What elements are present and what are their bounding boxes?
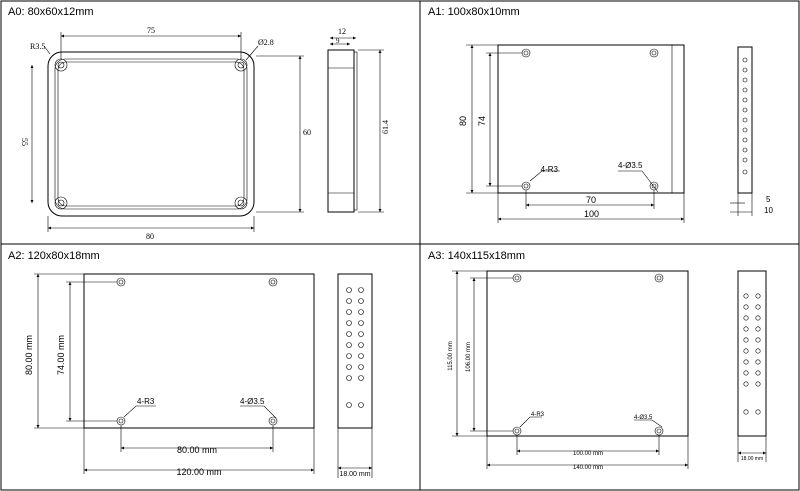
a1-front-view <box>466 44 685 223</box>
a2-dim-width-outer: 120.00 mm <box>176 467 221 477</box>
panel-a1-title: A1: 100x80x10mm <box>428 6 520 18</box>
a0-side-view <box>327 36 384 213</box>
panel-a2-title: A2: 120x80x18mm <box>8 250 100 262</box>
a0-dim-hole: Ø2.8 <box>258 38 274 47</box>
a3-dim-height-outer: 115.00 mm <box>448 341 454 371</box>
panel-a3-frame <box>419 243 800 491</box>
a0-dim-right: 60 <box>303 128 311 137</box>
a1-side-dim-a: 5 <box>766 195 771 204</box>
a0-front-view <box>30 32 304 232</box>
panel-a0-title: A0: 80x60x12mm <box>8 6 94 18</box>
a3-dim-width-outer: 140.00 mm <box>573 465 603 471</box>
a3-side-view <box>737 270 767 462</box>
a2-front-view <box>34 273 315 474</box>
a1-dim-height-inner: 74 <box>477 116 487 126</box>
a3-front-view <box>452 270 689 469</box>
a0-dim-radius: R3.5 <box>30 42 45 51</box>
a1-side-view <box>730 46 753 216</box>
a1-dim-hole: 4-Ø3.5 <box>618 161 643 170</box>
a2-dim-height-inner: 74.00 mm <box>56 335 66 375</box>
a3-dim-width-inner: 100.00 mm <box>573 451 603 457</box>
a1-dim-radius: 4-R3 <box>541 165 559 174</box>
a3-dim-radius: 4-R3 <box>531 412 545 418</box>
a2-dim-radius: 4-R3 <box>137 397 155 406</box>
a0-dim-top: 75 <box>147 26 155 35</box>
a0-dim-bottom: 80 <box>146 232 154 241</box>
a1-dim-width-outer: 100 <box>584 209 599 219</box>
a1-dim-height-outer: 80 <box>458 116 468 126</box>
a2-side-view <box>337 273 373 478</box>
panel-a3-title: A3: 140x115x18mm <box>428 250 525 262</box>
a2-dim-hole: 4-Ø3.5 <box>240 397 265 406</box>
a2-side-dim: 18.00 mm <box>339 471 370 478</box>
a1-dim-width-inner: 70 <box>586 195 596 205</box>
a2-dim-width-inner: 80.00 mm <box>177 445 217 455</box>
a0-dim-left: 55 <box>20 138 29 146</box>
a3-dim-height-inner: 106.00 mm <box>466 342 472 372</box>
a3-side-dim: 18.00 mm <box>741 456 763 462</box>
a1-side-dim-b: 10 <box>764 206 773 215</box>
a2-dim-height-outer: 80.00 mm <box>24 335 34 375</box>
a3-dim-hole: 4-Ø3.5 <box>634 415 653 421</box>
a0-side-dim-height: 61.4 <box>381 120 390 134</box>
a0-side-dim-a: 12 <box>338 27 346 36</box>
a0-side-dim-b: 9 <box>336 37 340 45</box>
